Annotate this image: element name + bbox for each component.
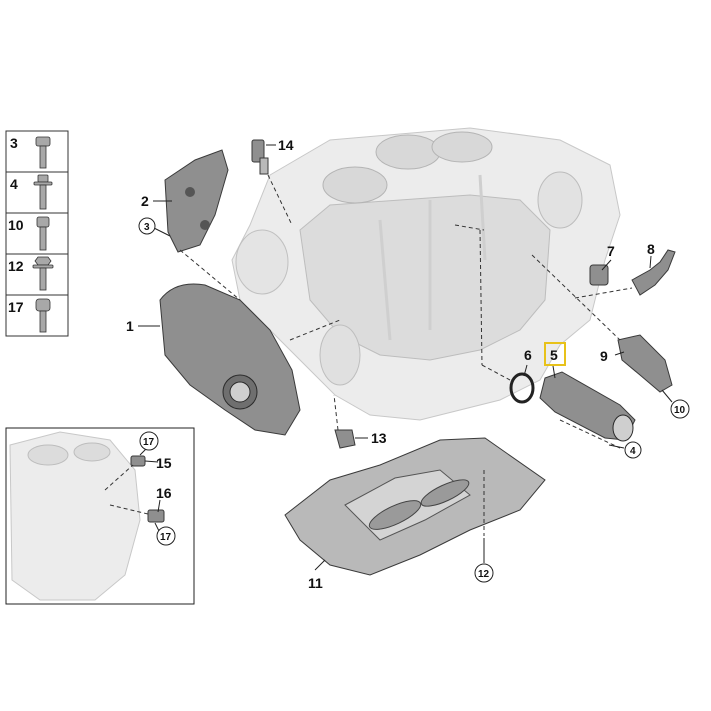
legend-label-17: 17 (8, 299, 24, 315)
legend-label-3: 3 (10, 135, 18, 151)
highlight-box (544, 342, 566, 366)
callout-11: 11 (308, 575, 323, 591)
callout-17-bottom: 17 (160, 532, 172, 543)
coolant-pipe (539, 371, 636, 442)
engine-block (231, 127, 621, 421)
callout-circle (139, 431, 159, 451)
callout-6: 6 (524, 347, 532, 363)
callout-13: 13 (371, 430, 387, 446)
callout-circle (670, 399, 690, 419)
legend-label-10: 10 (8, 217, 24, 233)
timing-cover (159, 283, 301, 436)
callout-5: 5 (550, 347, 558, 363)
callout-circle (474, 563, 494, 583)
callout-12: 12 (478, 569, 490, 580)
callout-15: 15 (156, 455, 172, 471)
legend-label-12: 12 (8, 258, 24, 274)
sensor-icon (130, 455, 146, 467)
bolt-icon (35, 298, 51, 333)
inset-detail (5, 427, 195, 605)
callout-7: 7 (607, 243, 615, 259)
callouts: 1 2 3 4 5 6 7 8 9 10 11 12 13 14 15 16 1… (126, 137, 690, 591)
callout-1: 1 (126, 318, 134, 334)
sensor-icon (147, 509, 165, 523)
hex-bolt-icon (32, 256, 54, 291)
temperature-sensor (589, 264, 609, 286)
callout-3: 3 (144, 222, 150, 233)
knock-sensor (334, 429, 356, 449)
coolant-connector-pipe (631, 249, 676, 296)
callout-14: 14 (278, 137, 294, 153)
leader-lines (138, 144, 673, 571)
callout-circle (138, 217, 156, 235)
oil-pressure-sensor (251, 139, 269, 175)
legend-label-4: 4 (10, 176, 18, 192)
oil-filter-housing-adapter (617, 334, 673, 393)
flange-bolt-icon (33, 174, 53, 210)
callout-2: 2 (141, 193, 149, 209)
callout-10: 10 (674, 405, 686, 416)
callout-circle (624, 441, 642, 459)
callout-circle (156, 526, 176, 546)
bolt-icon (36, 216, 50, 251)
callout-8: 8 (647, 241, 655, 257)
callout-17-top: 17 (143, 437, 155, 448)
o-ring-seal (509, 372, 535, 404)
callout-16: 16 (156, 485, 172, 501)
bolt-icon (35, 136, 51, 169)
callout-4: 4 (630, 446, 636, 457)
engine-mount-bracket (164, 149, 229, 253)
bolt-legend-table: 3 4 10 12 17 (5, 130, 69, 337)
oil-baffle-plate (284, 437, 546, 576)
callout-9: 9 (600, 348, 608, 364)
